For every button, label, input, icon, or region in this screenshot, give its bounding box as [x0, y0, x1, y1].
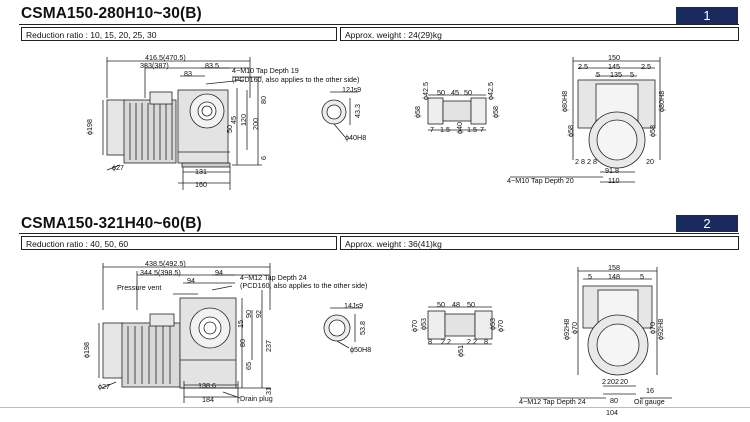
ev-tap-note: 4−M12 Tap Depth 24	[519, 397, 586, 406]
end-view-drawing	[510, 57, 661, 183]
ev-5a: 5	[596, 70, 600, 79]
sv-1-5b: 1.5	[467, 125, 477, 134]
reduction-ratio-box: Reduction ratio : 40, 50, 60	[21, 236, 337, 250]
sv-50a: 50	[437, 300, 445, 309]
ev-phi58a: ϕ58	[566, 124, 575, 137]
dim-phi27: ϕ27	[98, 382, 111, 391]
ev-5a: 5	[588, 272, 592, 281]
section-2: CSMA150-321H40~60(B) 2 Reduction ratio :…	[0, 210, 750, 417]
dim-overall-length: 438.5(492.5)	[145, 259, 186, 268]
dim-83-5: 83.5	[205, 61, 219, 70]
ev-2-5a: 2.5	[578, 62, 588, 71]
ev-20: 20	[646, 157, 654, 166]
sv-1-5a: 1.5	[440, 125, 450, 134]
ev-5b: 5	[640, 272, 644, 281]
ev-16: 16	[646, 386, 654, 395]
sv-2-2a: 2.2	[441, 337, 451, 346]
section-number-badge: 2	[676, 215, 738, 232]
ev-phi58b: ϕ58	[648, 124, 657, 137]
approx-weight-box: Approx. weight : 36(41)kg	[340, 236, 739, 250]
ev-2b: 2	[587, 157, 591, 166]
model-title: CSMA150-280H10~30(B)	[21, 5, 202, 22]
tap-note: 4−M10 Tap Depth 19	[232, 66, 299, 75]
ev-158: 158	[608, 263, 620, 272]
shaft-end-drawing	[321, 91, 358, 138]
ev-91-8: 91.8	[605, 166, 619, 175]
dim-160: 160	[195, 180, 207, 189]
pressure-vent-label: Pressure vent	[117, 283, 162, 292]
ev-20b: 20	[620, 377, 628, 386]
dim-phi27: ϕ27	[112, 163, 125, 172]
sv-50b: 50	[464, 88, 472, 97]
section-number-badge: 1	[676, 7, 738, 24]
page-bottom-divider	[0, 407, 750, 408]
ev-104: 104	[606, 408, 618, 417]
drain-plug-label: Drain plug	[240, 394, 273, 403]
ev-8a: 8	[581, 157, 585, 166]
ev-80: 80	[610, 396, 618, 405]
side-view-drawing	[427, 94, 487, 131]
front-view-drawing	[98, 263, 271, 403]
ev-150: 150	[608, 53, 620, 62]
section-1: CSMA150-280H10~30(B) 1 Reduction ratio :…	[0, 0, 750, 210]
sv-50a: 50	[437, 88, 445, 97]
ev-2b: 2	[615, 377, 619, 386]
front-view-drawing	[102, 57, 262, 190]
sv-2-2b: 2.2	[467, 337, 477, 346]
sv-45: 45	[451, 88, 459, 97]
title-rule	[19, 233, 739, 234]
dim-184: 184	[202, 395, 214, 404]
ev-phi80h8b: ϕ80H8	[657, 90, 666, 112]
ev-phi70a: ϕ70	[570, 321, 579, 334]
sv-50b: 50	[467, 300, 475, 309]
ev-110: 110	[608, 176, 620, 185]
title-rule	[19, 24, 739, 25]
ev-phi80h8a: ϕ80H8	[560, 90, 569, 112]
ev-20a: 20	[607, 377, 615, 386]
shaft-end-drawing	[323, 307, 362, 349]
pcd-note: (PCD160, also applies to the other side)	[240, 281, 368, 290]
dim-overall-length: 416.5(470.5)	[145, 53, 186, 62]
bore-size: ϕ40H8	[345, 133, 367, 142]
ev-tap-note: 4−M10 Tap Depth 20	[507, 176, 574, 185]
ev-135: 135	[610, 70, 622, 79]
dim-94b: 94	[187, 276, 195, 285]
tap-note: 4−M12 Tap Depth 24	[240, 273, 307, 282]
dim-138-6: 138.6	[198, 381, 216, 390]
key-size: 12Js9	[342, 85, 362, 94]
side-view-drawing	[427, 306, 493, 345]
dim-94a: 94	[215, 268, 223, 277]
sv-48: 48	[452, 300, 460, 309]
dim-length-344: 344.5(398.5)	[140, 268, 181, 277]
reduction-ratio-box: Reduction ratio : 10, 15, 20, 25, 30	[21, 27, 337, 41]
ev-5b: 5	[630, 70, 634, 79]
sv-7a: 7	[430, 125, 434, 134]
sv-8a: 8	[428, 337, 432, 346]
sv-8b: 8	[484, 337, 488, 346]
dim-length-333: 333(387)	[140, 61, 169, 70]
ev-145: 145	[608, 62, 620, 71]
ev-phi92h8b: ϕ92H8	[656, 318, 665, 340]
dim-83: 83	[184, 69, 192, 78]
ev-148: 148	[608, 272, 620, 281]
ev-phi70b: ϕ70	[648, 321, 657, 334]
sv-7b: 7	[480, 125, 484, 134]
dim-131: 131	[195, 167, 207, 176]
key-size: 14Js9	[344, 301, 364, 310]
approx-weight-box: Approx. weight : 24(29)kg	[340, 27, 739, 41]
oil-gauge-label: Oil gauge	[634, 397, 665, 406]
ev-2a: 2	[602, 377, 606, 386]
ev-2-5b: 2.5	[641, 62, 651, 71]
ev-2a: 2	[575, 157, 579, 166]
pcd-note: (PCD160, also applies to the other side)	[232, 75, 360, 84]
end-view-drawing	[520, 267, 672, 399]
model-title: CSMA150-321H40~60(B)	[21, 215, 202, 232]
bore-size: ϕ50H8	[350, 345, 372, 354]
ev-8b: 8	[593, 157, 597, 166]
